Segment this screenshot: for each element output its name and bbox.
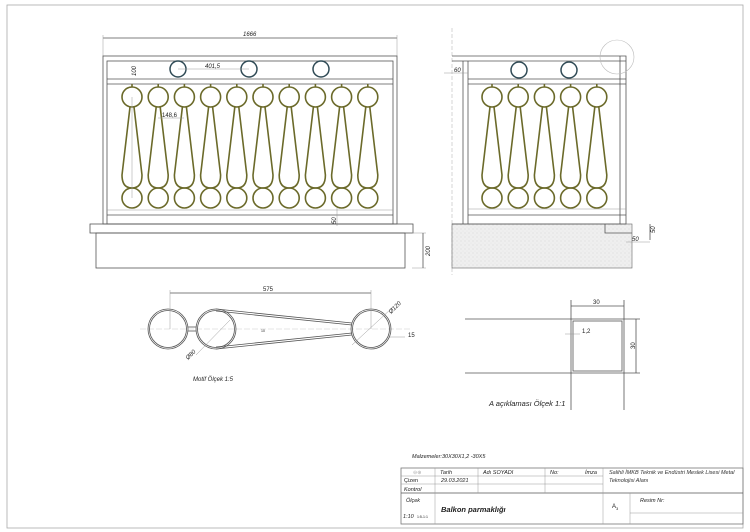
dim-step-height: 50 [651,226,657,233]
no-label: No: [550,470,559,476]
front-view: 1666 401,5 100 148,6 50 200 [89,32,432,269]
scale-label: Ölçek [406,497,420,504]
side-view: 60 50 50 [444,28,657,275]
dim-wall: 1,2 [582,329,591,335]
front-balusters [121,83,379,209]
dim-step-width: 50 [632,237,639,243]
dim-top-rail: 100 [132,65,138,76]
header-symbol: ⊖⊕ [413,470,421,476]
dim-tube-height: 30 [631,342,637,349]
drawn-label: Çizen [404,478,418,484]
baluster [147,83,169,209]
scale-extra: 1:5-1:1 [417,515,428,519]
baluster [226,83,248,209]
dim-circle-spacing: 401,5 [205,64,221,70]
baluster [278,83,301,209]
dim-motif-length: 575 [263,287,274,293]
dim-tab: 15 [408,333,415,339]
top-circle [312,60,330,78]
dim-small-diameter: Ø80 [184,349,197,362]
page-border [6,4,744,529]
detail-a: 30 30 1,2 A açıklaması Ölçek 1:1 [465,300,640,410]
dim-bottom-gap: 50 [332,217,338,224]
detail-a-caption: A açıklaması Ölçek 1:1 [488,399,565,408]
baluster [507,83,530,209]
baluster [481,83,503,209]
drawn-date: 29.03.2021 [440,478,469,484]
school-name: Salihli İMKB Teknik ve Endüstri Meslek L… [609,470,735,484]
baluster [559,83,582,209]
signature-label: İmza [585,469,597,476]
motif-caption: Motif Ölçek 1:5 [193,376,234,383]
top-circle [560,61,578,79]
drawing-title: Balkon parmaklığı [441,505,506,514]
dim-bar: 10 [261,329,265,333]
side-balusters [481,83,608,209]
dim-width: 1666 [243,32,257,38]
baluster [252,83,274,209]
top-circle [510,61,528,79]
drawing-no-label: Resim Nr: [640,498,665,504]
baluster [330,83,353,209]
baluster [356,83,379,209]
baluster [533,83,556,209]
dim-baluster-spacing: 148,6 [162,113,178,119]
name-label: Adı SOYADI [482,470,514,476]
baluster [199,83,222,209]
baluster [173,83,196,209]
dim-base-height: 200 [426,245,432,257]
scale-value: 1:10 [403,514,415,520]
date-label: Tarih [440,470,452,476]
dim-post: 60 [454,68,461,74]
detail-a-marker [599,39,635,75]
checked-label: Kontrol [404,487,422,493]
title-block: Malzemeler:30X30X1,2 -30X5 ⊖⊕ Tarih Adı … [400,454,744,525]
baluster [585,83,608,209]
materials: Malzemeler:30X30X1,2 -30X5 [412,454,486,460]
baluster [304,83,327,209]
motif-detail: 575 Ø120 Ø80 15 10 Motif Ölçek 1:5 [140,287,415,383]
dim-large-diameter: Ø120 [387,300,403,316]
dim-tube-width: 30 [593,300,600,306]
paper-size: A [612,504,616,510]
paper-size-sub: 3 [616,506,619,511]
